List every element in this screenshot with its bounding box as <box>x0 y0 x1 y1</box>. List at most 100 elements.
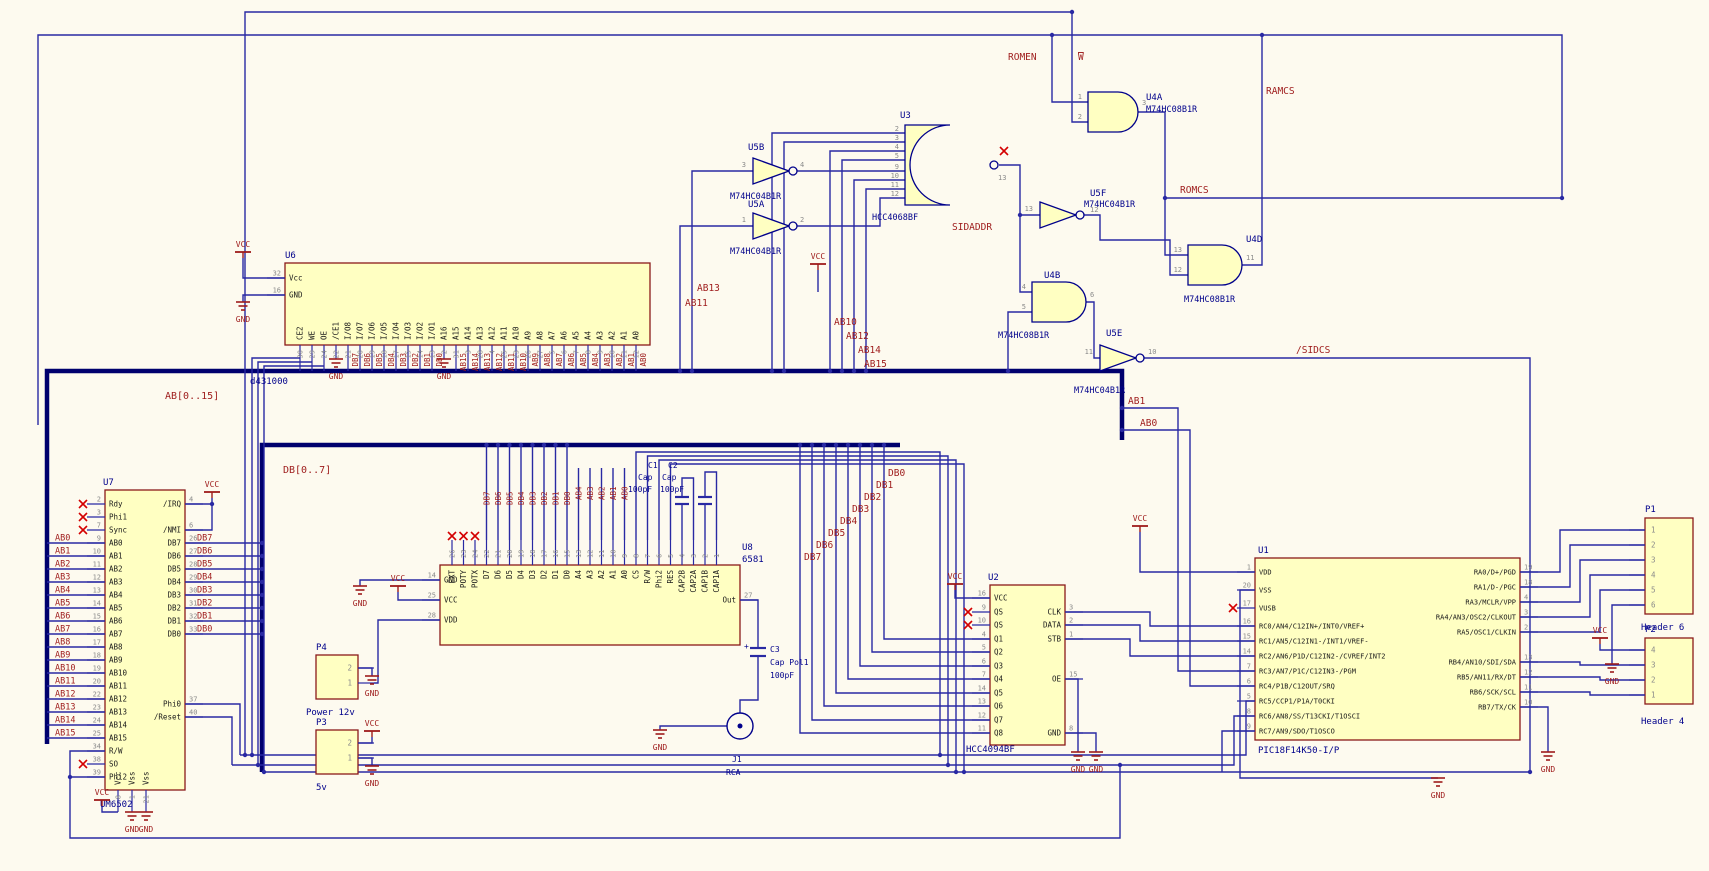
no-connect-x <box>447 531 457 541</box>
pin-number: 2 <box>1069 617 1073 625</box>
pin-name: RB5/AN11/RX/DT <box>1457 674 1517 682</box>
wire <box>37 34 1563 425</box>
no-connect-x <box>1228 603 1238 613</box>
designator: U4B <box>1044 271 1060 281</box>
junction-dot <box>857 442 863 448</box>
pin-number: 5 <box>982 644 986 652</box>
net-label: DB5 <box>375 353 384 367</box>
pin-name: Q4 <box>994 675 1004 684</box>
pin-number: 5 <box>895 152 899 160</box>
wire <box>1520 544 1645 588</box>
net-label: AB0 <box>639 353 648 367</box>
pin-name: A13 <box>476 326 485 340</box>
pin-number: 7 <box>97 522 101 530</box>
net-label: DB3 <box>852 504 869 515</box>
net-label: AB7 <box>555 353 564 367</box>
pin-name: A4 <box>584 330 593 340</box>
net-label: AB10 <box>519 353 528 372</box>
junction-dot <box>259 566 265 572</box>
pin-number: 10 <box>978 617 986 625</box>
component-U1[interactable]: U1PIC18F14K50-I/P1VDD20VSS17VUSB16RC0/AN… <box>1228 546 1538 756</box>
rca-jack[interactable] <box>726 712 754 740</box>
net-label: AB3 <box>603 353 612 367</box>
wire <box>1520 706 1549 752</box>
net-label: AB12 <box>846 331 869 342</box>
net-label: DB2 <box>197 599 212 609</box>
pin-number: 11 <box>891 181 899 189</box>
wire <box>669 463 965 772</box>
pin-name: /NMI <box>163 526 181 535</box>
net-label: AB2 <box>598 486 607 500</box>
pin-name: A4 <box>574 570 583 580</box>
no-connect-x <box>78 512 88 522</box>
pin-number: 24 <box>93 717 101 725</box>
wire <box>1599 644 1645 651</box>
pin-number: 10 <box>891 172 899 180</box>
pin-number: 7 <box>1247 663 1251 671</box>
pin-number: 26 <box>525 350 533 358</box>
pin-number: 18 <box>1524 579 1532 587</box>
part-number: M74HC04B1R <box>1074 386 1126 396</box>
pin-name: VSS <box>1259 587 1272 595</box>
net-label: AB12 <box>55 690 75 700</box>
pin-name: D0 <box>563 570 572 580</box>
pin-number: 18 <box>381 350 389 358</box>
pin-number: 10 <box>610 550 618 558</box>
pin-name: D1 <box>551 570 560 579</box>
wire <box>1122 429 1255 687</box>
junction-dot <box>541 442 547 448</box>
pin-number: 22 <box>483 550 491 558</box>
pin-name: RC7/AN9/SDO/T1OSCO <box>1259 728 1335 736</box>
pin-number: 5 <box>1247 693 1251 701</box>
wire <box>859 445 990 667</box>
pin-number: 16 <box>93 626 101 634</box>
pin-number: 28 <box>477 350 485 358</box>
pin-number: 8 <box>633 554 641 558</box>
wire <box>1520 589 1645 633</box>
pin-name: Phi2 <box>655 570 664 588</box>
gnd-label: GND <box>139 825 154 834</box>
net-label: DB0 <box>563 491 572 505</box>
designator: U4A <box>1146 93 1163 103</box>
wire <box>797 197 905 227</box>
pin-number: 13 <box>575 550 583 558</box>
pin-number: 33 <box>189 626 197 634</box>
net-label: DB6 <box>816 540 833 551</box>
net-label: AB15 <box>459 353 468 371</box>
pin-number: 11 <box>93 561 101 569</box>
pin-number: 3 <box>690 554 698 558</box>
pin-number: 5 <box>1022 303 1026 311</box>
pin-name: A0 <box>632 330 641 340</box>
pin-name: CAP1A <box>712 570 721 593</box>
pin-number: 28 <box>189 561 197 569</box>
pin-number: 26 <box>189 535 197 543</box>
part-number: M74HC04B1R <box>730 192 782 202</box>
designator: U5A <box>748 200 765 210</box>
pin-number: 25 <box>428 592 436 600</box>
designator: U1 <box>1258 546 1269 556</box>
pin-number: 39 <box>93 769 101 777</box>
gnd-label: GND <box>653 743 668 752</box>
junction-dot <box>1017 212 1023 218</box>
pin-name: CE2 <box>296 326 305 340</box>
pin-name: VUSB <box>1259 605 1276 613</box>
junction-dot <box>530 442 535 448</box>
pin-number: 10 <box>1148 348 1156 356</box>
part-number: M74HC08B1R <box>1184 295 1236 305</box>
